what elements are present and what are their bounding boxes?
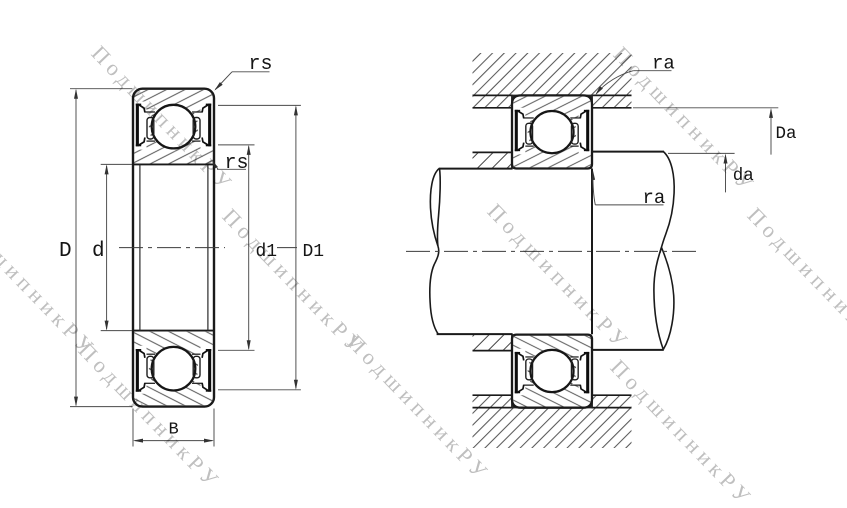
svg-text:ra: ra [652,52,675,74]
svg-text:d1: d1 [256,242,278,262]
svg-text:ra: ra [643,187,666,209]
svg-text:B: B [169,421,179,440]
svg-text:rs: rs [249,53,273,76]
svg-text:D: D [59,240,72,263]
svg-text:Da: Da [776,124,797,144]
svg-text:da: da [733,166,754,186]
svg-text:rs: rs [225,152,249,175]
svg-text:d: d [92,240,105,263]
svg-text:D1: D1 [303,242,325,262]
